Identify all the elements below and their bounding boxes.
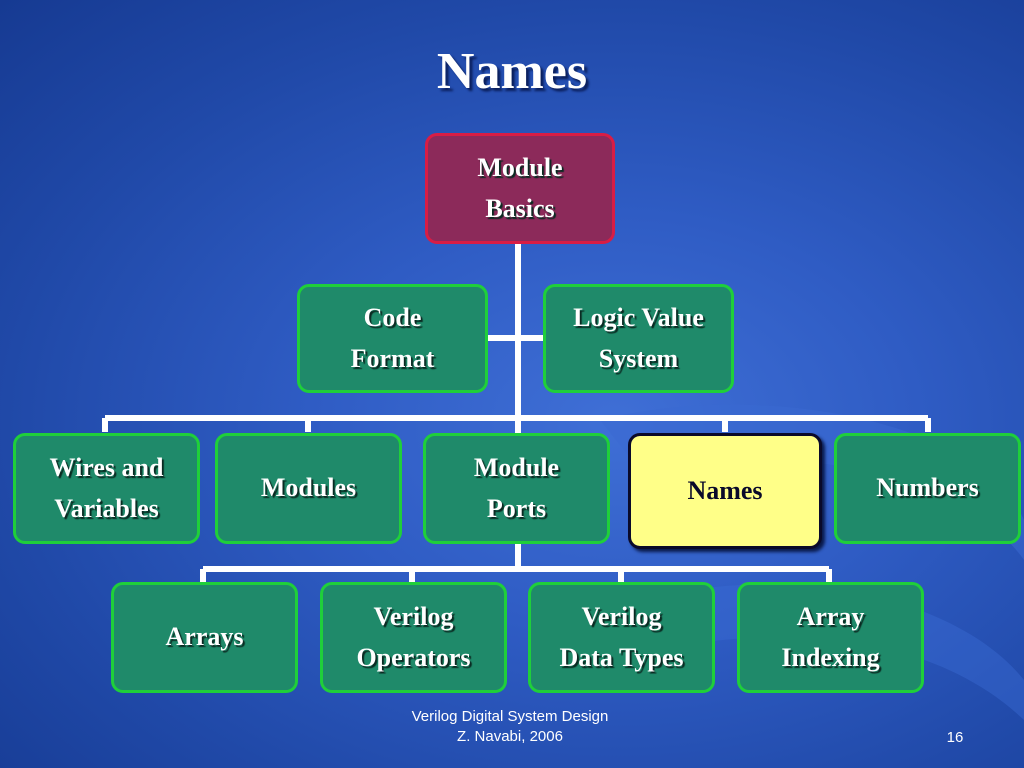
slide-footer: Verilog Digital System Design Z. Navabi,… xyxy=(360,707,660,747)
node-label: Logic Value System xyxy=(573,303,704,373)
node-verilog-operators: Verilog Operators xyxy=(320,582,507,693)
node-label: Array Indexing xyxy=(781,602,880,672)
node-label: Names xyxy=(687,475,763,505)
node-verilog-data-types: Verilog Data Types xyxy=(528,582,715,693)
node-code-format: Code Format xyxy=(297,284,488,393)
node-label: Arrays xyxy=(165,622,244,652)
node-names-highlighted: Names xyxy=(628,433,822,549)
node-label: Module Basics xyxy=(477,153,563,223)
node-numbers: Numbers xyxy=(834,433,1021,544)
node-arrays: Arrays xyxy=(111,582,298,693)
node-wires-and-variables: Wires and Variables xyxy=(13,433,200,544)
node-label: Wires and Variables xyxy=(49,453,164,523)
node-label: Code Format xyxy=(350,303,435,373)
slide-title: Names xyxy=(436,43,588,100)
node-label: Verilog Data Types xyxy=(559,602,684,672)
node-logic-value-system: Logic Value System xyxy=(543,284,734,393)
page-number: 16 xyxy=(946,729,964,746)
node-modules: Modules xyxy=(215,433,402,544)
node-label: Modules xyxy=(260,473,357,503)
node-module-basics: Module Basics xyxy=(425,133,615,244)
node-label: Verilog Operators xyxy=(356,602,471,672)
footer-course: Verilog Digital System Design xyxy=(411,708,609,725)
node-label: Module Ports xyxy=(473,453,560,523)
node-module-ports: Module Ports xyxy=(423,433,610,544)
footer-author: Z. Navabi, 2006 xyxy=(457,728,563,745)
node-label: Numbers xyxy=(876,473,979,503)
node-array-indexing: Array Indexing xyxy=(737,582,924,693)
